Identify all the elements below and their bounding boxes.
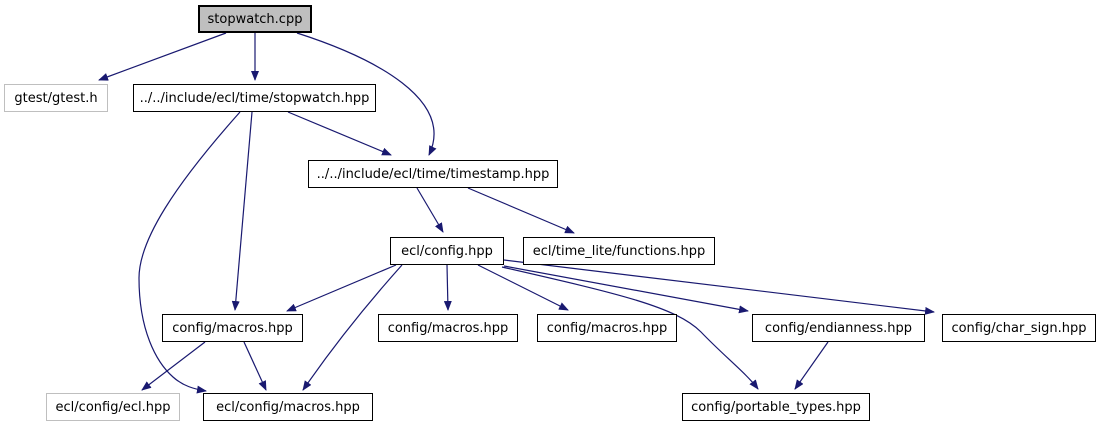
node-ecl-config-macros-hpp[interactable]: ecl/config/macros.hpp (203, 393, 373, 421)
node-ecl-config-hpp[interactable]: ecl/config.hpp (390, 237, 504, 265)
node-config-macros-hpp-1[interactable]: config/macros.hpp (162, 314, 303, 342)
edge-stopwatch_cpp-to-timestamp_hpp (296, 32, 437, 156)
node-gtest-h: gtest/gtest.h (4, 84, 108, 112)
edge-timestamp_hpp-to-config_hpp (416, 187, 444, 233)
edge-config_hpp-to-portable_hpp (501, 266, 759, 390)
edge-macros1_hpp-to-ecl_macros_hpp (243, 341, 267, 391)
node-config-char-sign-hpp[interactable]: config/char_sign.hpp (942, 314, 1096, 342)
node-stopwatch-hpp[interactable]: ../../include/ecl/time/stopwatch.hpp (133, 84, 376, 112)
edge-timestamp_hpp-to-functions_hpp (467, 187, 575, 234)
node-time-lite-functions-hpp[interactable]: ecl/time_lite/functions.hpp (523, 237, 715, 265)
edge-config_hpp-to-macros2_hpp (443, 264, 452, 311)
edge-config_hpp-to-ecl_macros_hpp (302, 264, 403, 391)
node-config-macros-hpp-2[interactable]: config/macros.hpp (378, 314, 518, 342)
edge-config_hpp-to-endianness_hpp (503, 265, 749, 314)
node-ecl-config-ecl-hpp: ecl/config/ecl.hpp (46, 393, 180, 421)
edge-endianness_hpp-to-portable_hpp (794, 341, 829, 390)
edge-stopwatch_cpp-to-gtest_h (98, 32, 227, 81)
node-config-portable-types-hpp[interactable]: config/portable_types.hpp (682, 393, 870, 421)
node-config-macros-hpp-3[interactable]: config/macros.hpp (537, 314, 677, 342)
edge-stopwatch_hpp-to-timestamp_hpp (287, 111, 392, 156)
edge-config_hpp-to-macros3_hpp (477, 264, 569, 311)
node-timestamp-hpp[interactable]: ../../include/ecl/time/timestamp.hpp (308, 160, 558, 188)
node-stopwatch-cpp: stopwatch.cpp (198, 5, 312, 33)
edge-stopwatch_hpp-to-ecl_macros_hpp (138, 111, 241, 394)
node-config-endianness-hpp[interactable]: config/endianness.hpp (752, 314, 925, 342)
edge-config_hpp-to-macros1_hpp (286, 264, 397, 312)
edge-stopwatch_hpp-to-macros1_hpp (231, 111, 253, 311)
edge-config_hpp-to-char_sign_hpp (503, 259, 935, 315)
edge-macros1_hpp-to-ecl_ecl_hpp (141, 341, 206, 391)
